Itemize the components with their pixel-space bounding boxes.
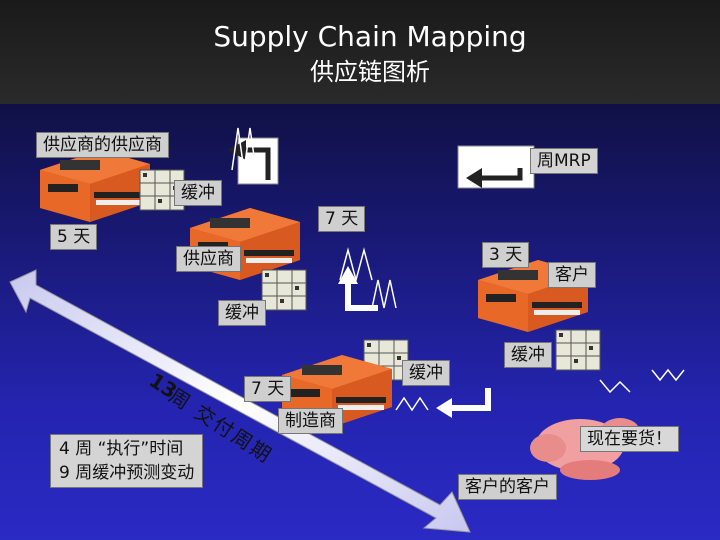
manufacturer-label: 制造商: [278, 408, 343, 434]
need-now-label: 现在要货！: [580, 426, 679, 452]
zigzag-3: [371, 279, 397, 309]
lead-time-arrow: [9, 269, 471, 533]
weekly-mrp-label: 周MRP: [530, 148, 598, 174]
zigzag-1: [231, 127, 257, 171]
note-line-2: 9 周缓冲预测变动: [59, 463, 195, 483]
mrp-arrow: [457, 145, 535, 189]
buffer-label-3: 缓冲: [504, 342, 552, 368]
zigzag-2: [339, 247, 373, 283]
supplier-of-supplier-factory: [40, 150, 150, 222]
zigzag-6: [599, 379, 631, 394]
page-title: Supply Chain Mapping: [213, 20, 527, 53]
page-subtitle: 供应链图析: [310, 58, 430, 86]
zigzag-5: [651, 368, 685, 382]
seven-days-label-2: 7 天: [244, 376, 292, 402]
seven-days-label-1: 7 天: [318, 206, 366, 232]
supplier-label: 供应商: [176, 246, 241, 272]
crate-stack-2: [261, 269, 307, 311]
note-line-1: 4 周 “执行”时间: [59, 439, 184, 459]
five-days-label: 5 天: [50, 224, 98, 250]
notes-box: 4 周 “执行”时间 9 周缓冲预测变动: [50, 434, 204, 488]
crate-stack-3: [555, 329, 601, 371]
signal-arrow-1: [228, 137, 279, 185]
signal-arrow-2: [338, 266, 378, 311]
buffer-label-2: 缓冲: [218, 300, 266, 326]
signal-arrow-3: [436, 388, 491, 418]
buffer-label-4: 缓冲: [402, 360, 450, 386]
supplier-of-supplier-label: 供应商的供应商: [36, 132, 169, 158]
zigzag-4: [395, 396, 429, 412]
header-band: [0, 0, 720, 104]
three-days-label: 3 天: [482, 242, 530, 268]
buffer-label-1: 缓冲: [174, 180, 222, 206]
customer-of-customer-label: 客户的客户: [458, 474, 557, 500]
customer-label: 客户: [548, 262, 596, 288]
